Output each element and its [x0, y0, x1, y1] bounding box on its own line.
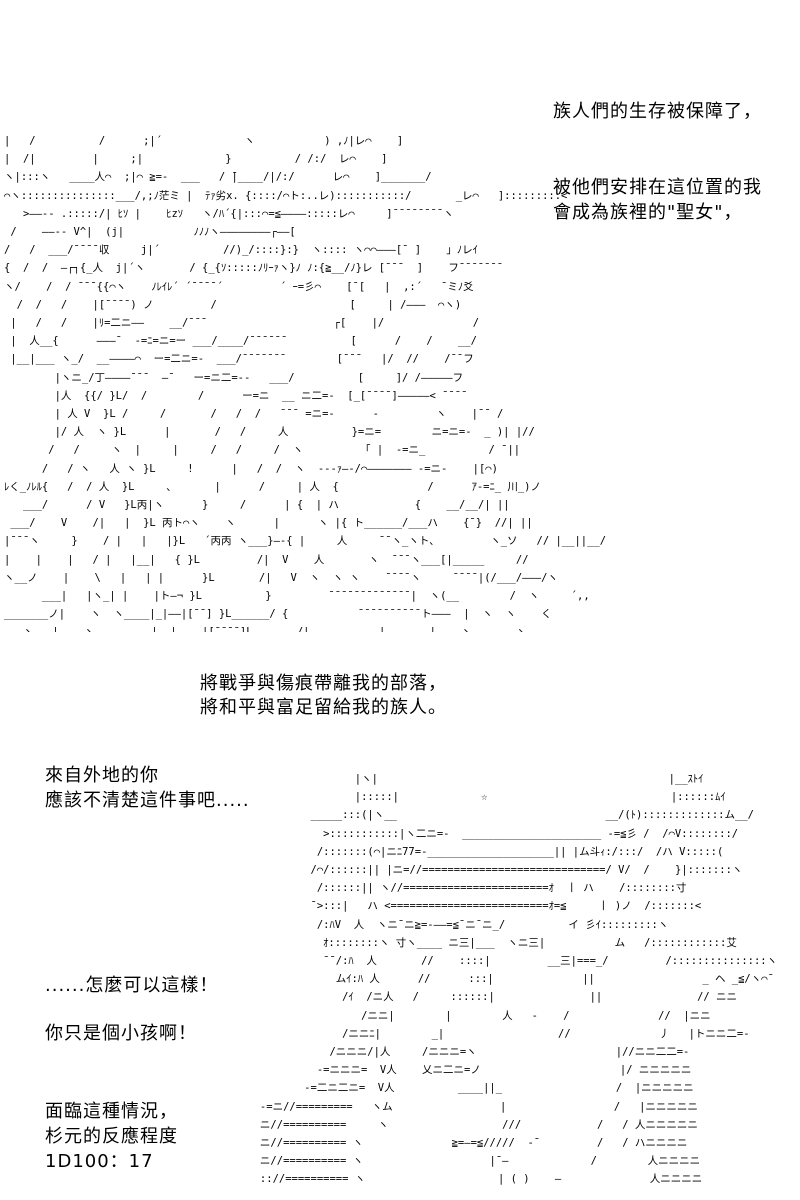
narration-line: 來自外地的你	[45, 765, 159, 786]
narration-line: 你只是個小孩啊！	[45, 1023, 197, 1044]
ascii-art-top: | / / ;|´ ヽ ) ,ﾉ|レ⌒ ] | /| | ;| } / /:/ …	[4, 135, 607, 632]
narration-line: 杉元的反應程度	[45, 1126, 178, 1147]
narration-line: 將和平與富足留給我的族人。	[200, 697, 447, 718]
narration-line: 面臨這種情況，	[45, 1101, 178, 1122]
narration-line: 被他們安排在這位置的我	[553, 177, 762, 198]
ascii-art-bottom: |ヽ| |__ｽﾄｲ |:::::| ☆ |::::::ﾑｲ _____:::(…	[259, 773, 778, 1186]
narration-line: 將戰爭與傷痕帶離我的部落，	[200, 673, 447, 694]
narration-line: ......怎麼可以這樣！	[45, 975, 219, 996]
narration-line: 應該不清楚這件事吧.....	[45, 790, 250, 811]
dice-roll-result: 1D100：17	[45, 1151, 154, 1172]
narration-line: 族人們的生存被保障了，	[553, 101, 762, 122]
narration-line: 會成為族裡的"聖女"，	[553, 202, 743, 223]
